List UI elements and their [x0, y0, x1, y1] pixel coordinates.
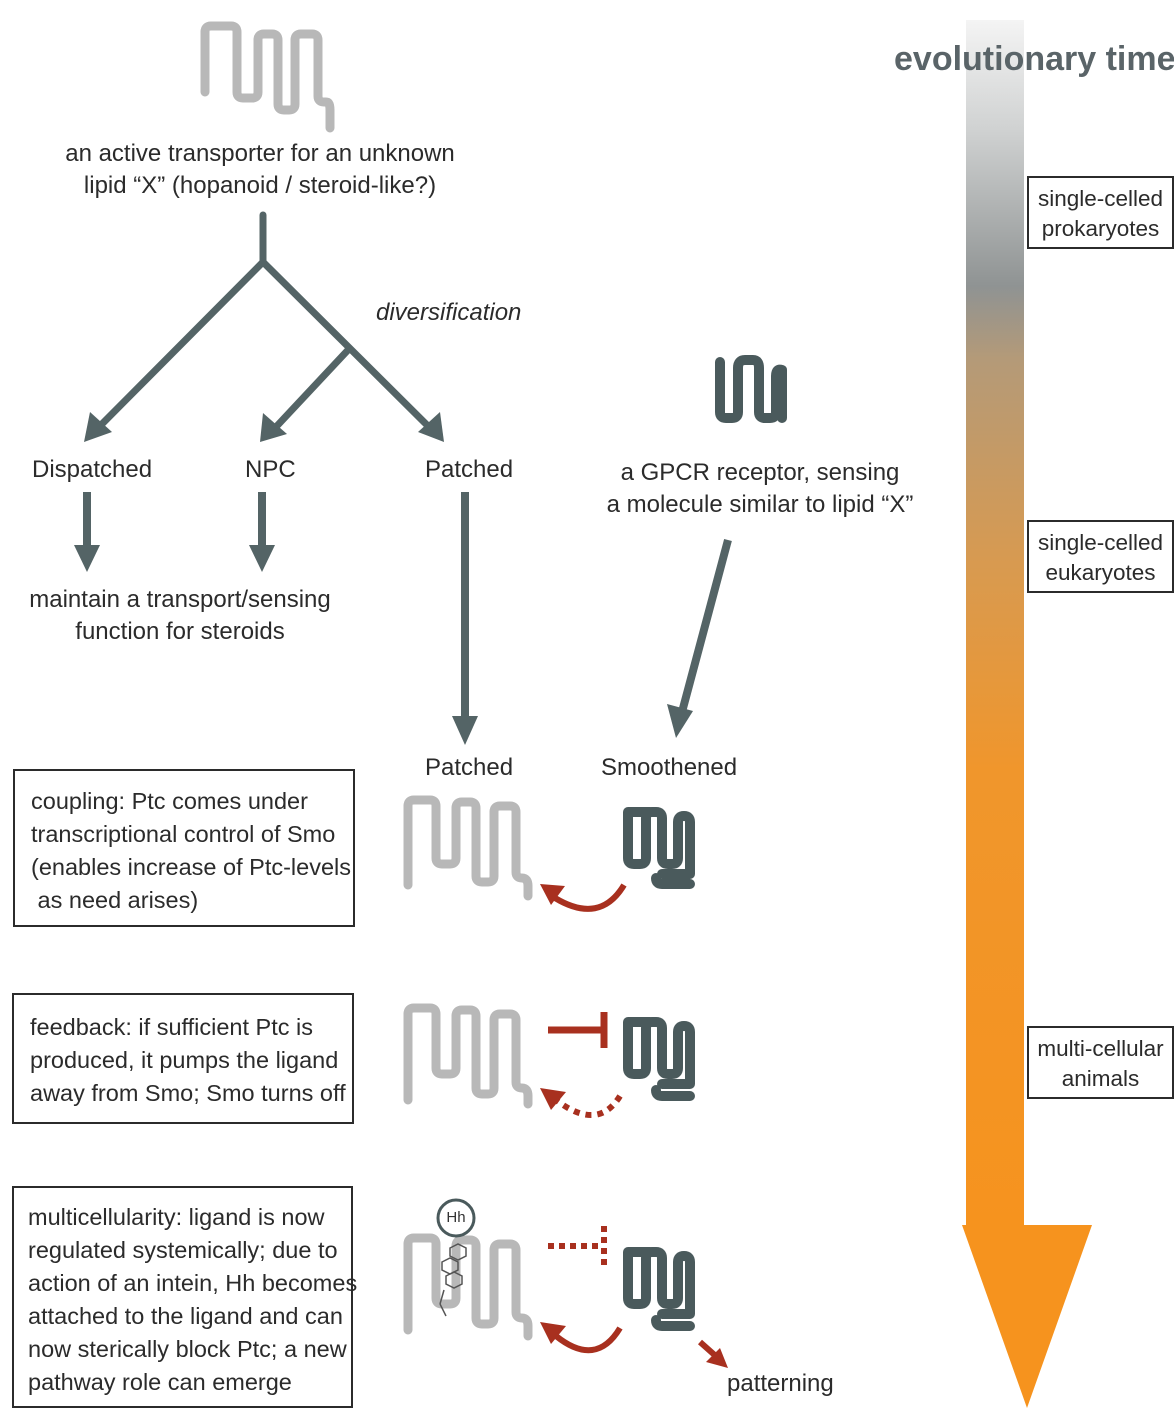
timeline-title: evolutionary time — [894, 40, 1174, 78]
hh-label: Hh — [446, 1209, 466, 1226]
ligand-sterol-icon — [439, 1243, 467, 1317]
maintain-line-2: function for steroids — [75, 618, 285, 645]
era-prokaryotes-line-1: single-celled — [1037, 186, 1164, 211]
patched-icon-3 — [403, 1233, 533, 1341]
smoothened-arrow — [667, 538, 732, 738]
stage-multi-line-2: regulated systemically; due to — [28, 1237, 338, 1263]
smoothened-icon-3 — [623, 1247, 695, 1331]
inhibition-bar-2 — [548, 1012, 608, 1048]
era-eukaryotes-line-1: single-celled — [1037, 530, 1164, 555]
origin-line-1: an active transporter for an unknown — [65, 140, 455, 167]
stage-feedback-line-1: feedback: if sufficient Ptc is — [30, 1014, 314, 1040]
stage-coupling-line-2: transcriptional control of Smo — [31, 821, 336, 847]
patterning-arrow — [698, 1339, 728, 1368]
origin-description: an active transporter for an unknown lip… — [40, 138, 480, 202]
stage-coupling-line-3: (enables increase of Ptc-levels — [31, 854, 352, 880]
hh-circle — [436, 1198, 476, 1238]
gpcr-line-2: a molecule similar to lipid “X” — [606, 491, 914, 518]
dashed-inhibition-3 — [548, 1226, 607, 1268]
era-eukaryotes-line-2: eukaryotes — [1045, 560, 1156, 585]
stage-box-multicellularity: multicellularity: ligand is now regulate… — [12, 1186, 358, 1408]
patched-icon-1 — [403, 795, 533, 901]
patched-label: Patched — [425, 754, 514, 781]
patched-arrow — [452, 492, 478, 745]
stage-multi-line-4: attached to the ligand and can — [28, 1303, 343, 1329]
era-box-prokaryotes: single-celled prokaryotes — [1027, 176, 1174, 249]
gpcr-line-1: a GPCR receptor, sensing — [620, 459, 900, 486]
dispatched-label: Dispatched — [32, 456, 153, 483]
stage-multi-line-1: multicellularity: ligand is now — [28, 1204, 325, 1230]
stage-coupling-line-4: as need arises) — [31, 887, 199, 913]
maintain-arrows — [74, 492, 275, 572]
smoothened-label: Smoothened — [601, 754, 738, 781]
stage-box-feedback: feedback: if sufficient Ptc is produced,… — [12, 993, 354, 1124]
patterning-label: patterning — [727, 1370, 834, 1397]
patched-branch-label: Patched — [425, 456, 514, 483]
era-animals-line-2: animals — [1061, 1066, 1140, 1091]
smoothened-icon-2 — [623, 1017, 695, 1101]
arrowhead-patched — [418, 412, 444, 442]
stage-box-coupling: coupling: Ptc comes under transcriptiona… — [13, 769, 355, 927]
activation-arc-3 — [554, 1326, 623, 1354]
arrowhead-dispatched — [84, 412, 112, 442]
stage-feedback-line-3: away from Smo; Smo turns off — [30, 1080, 346, 1106]
era-prokaryotes-line-2: prokaryotes — [1041, 216, 1160, 241]
diversification-label: diversification — [376, 299, 522, 326]
diversification-tree — [94, 211, 434, 432]
stage-multi-line-3: action of an intein, Hh becomes — [28, 1270, 358, 1296]
era-box-animals: multi-cellular animals — [1027, 1026, 1174, 1099]
arrowhead-npc — [260, 413, 287, 442]
maintain-line-1: maintain a transport/sensing — [29, 586, 331, 613]
timeline-arrow — [962, 20, 1092, 1408]
activation-arc-1 — [553, 883, 627, 912]
gpcr-description: a GPCR receptor, sensing a molecule simi… — [600, 457, 920, 521]
npc-label: NPC — [245, 456, 296, 483]
gpcr-receptor-icon — [715, 355, 787, 423]
origin-transporter-icon — [200, 21, 335, 133]
origin-line-2: lipid “X” (hopanoid / steroid-like?) — [83, 172, 437, 199]
stage-multi-line-6: pathway role can emerge — [28, 1369, 292, 1395]
stage3-icons — [403, 1198, 728, 1368]
stage-coupling-line-1: coupling: Ptc comes under — [31, 788, 308, 814]
stage-feedback-line-2: produced, it pumps the ligand — [30, 1047, 339, 1073]
era-animals-line-1: multi-cellular — [1037, 1036, 1164, 1061]
stage2-icons — [403, 1003, 695, 1118]
stage-multi-line-5: now sterically block Ptc; a new — [28, 1336, 347, 1362]
stage1-icons — [403, 795, 695, 912]
dashed-arc-2 — [554, 1094, 623, 1118]
era-box-eukaryotes: single-celled eukaryotes — [1027, 520, 1174, 593]
smoothened-icon-1 — [623, 807, 695, 889]
maintain-description: maintain a transport/sensing function fo… — [20, 584, 340, 648]
patched-icon-2 — [403, 1003, 533, 1109]
